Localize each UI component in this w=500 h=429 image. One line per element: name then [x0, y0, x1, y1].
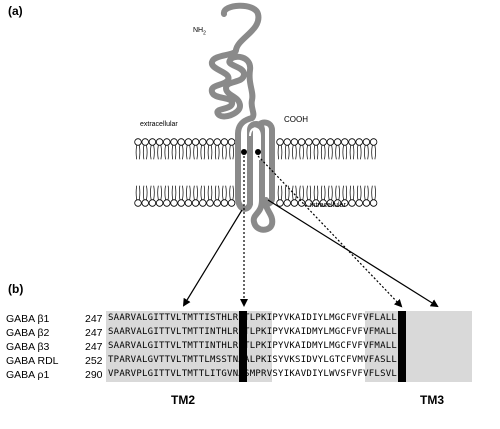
alignment-row: GABA RDL 252 TPARVALGVTTVLTMTTLMSSTNAALPKI… [0, 355, 500, 369]
tm3-residue-dot [255, 149, 261, 155]
tm3-label: TM3 [420, 393, 444, 407]
extracellular-label: extracellular [140, 121, 178, 128]
subunit-name: GABA β3 [6, 341, 50, 353]
tm3-shade [365, 311, 472, 382]
sequence: SAARVALGITTVLTMTTINTHLRETLPKIPYVKAIDMYLM… [108, 341, 403, 351]
residue-start: 247 [85, 313, 103, 325]
sequence: SAARVALGITTVLTMTTINTHLRETLPKIPYVKAIDMYLM… [108, 327, 403, 337]
residue-start: 252 [85, 355, 103, 367]
sequence: SAARVALGITTVLTMTTISTHLRETLPKIPYVKAIDIYLM… [108, 313, 403, 323]
lipid-bilayer [134, 138, 378, 207]
residue-start: 247 [85, 327, 103, 339]
subunit-name: GABA ρ1 [6, 369, 50, 381]
panel-a-label: (a) [8, 4, 23, 18]
alignment-row: GABA ρ1 290 VPARVPLGITTVLTMTTLITGVNASMPRVS… [0, 369, 500, 383]
panel-b-label: (b) [8, 282, 24, 296]
cooh-label: COOH [284, 115, 308, 124]
subunit-name: GABA β1 [6, 313, 50, 325]
nh2-label: NH2 [193, 27, 206, 36]
tm2-label: TM2 [171, 393, 195, 407]
nh2-subscript: 2 [203, 30, 206, 37]
subunit-name: GABA RDL [6, 355, 59, 367]
subunit-name: GABA β2 [6, 327, 50, 339]
arrow-tm3-residue [257, 155, 403, 308]
arrow-tm2-start [182, 209, 243, 307]
sequence: VPARVPLGITTVLTMTTLITGVNASMPRVSYIKAVDIYLW… [108, 369, 403, 379]
residue-start: 247 [85, 341, 103, 353]
alignment-row: GABA β3 247 SAARVALGITTVLTMTTINTHLRETLPKIP… [0, 341, 500, 355]
tm-hairpin-highlight [249, 127, 261, 160]
tm3-highlight-column [398, 311, 406, 382]
alignment-row: GABA β1 247 SAARVALGITTVLTMTTISTHLRETLPKIP… [0, 313, 500, 327]
sequence: TPARVALGVTTVLTMTTLMSSTNAALPKISYVKSIDVYLG… [108, 355, 403, 365]
protein-chain [208, 2, 276, 233]
nh2-text: NH [193, 27, 204, 34]
intracellular-label: intracellular [310, 202, 346, 209]
tm2-residue-dot [241, 149, 247, 155]
residue-start: 290 [85, 369, 103, 381]
arrow-tm3-start [267, 199, 439, 308]
tm2-highlight-column [239, 311, 247, 382]
alignment-row: GABA β2 247 SAARVALGITTVLTMTTINTHLRETLPKIP… [0, 327, 500, 341]
